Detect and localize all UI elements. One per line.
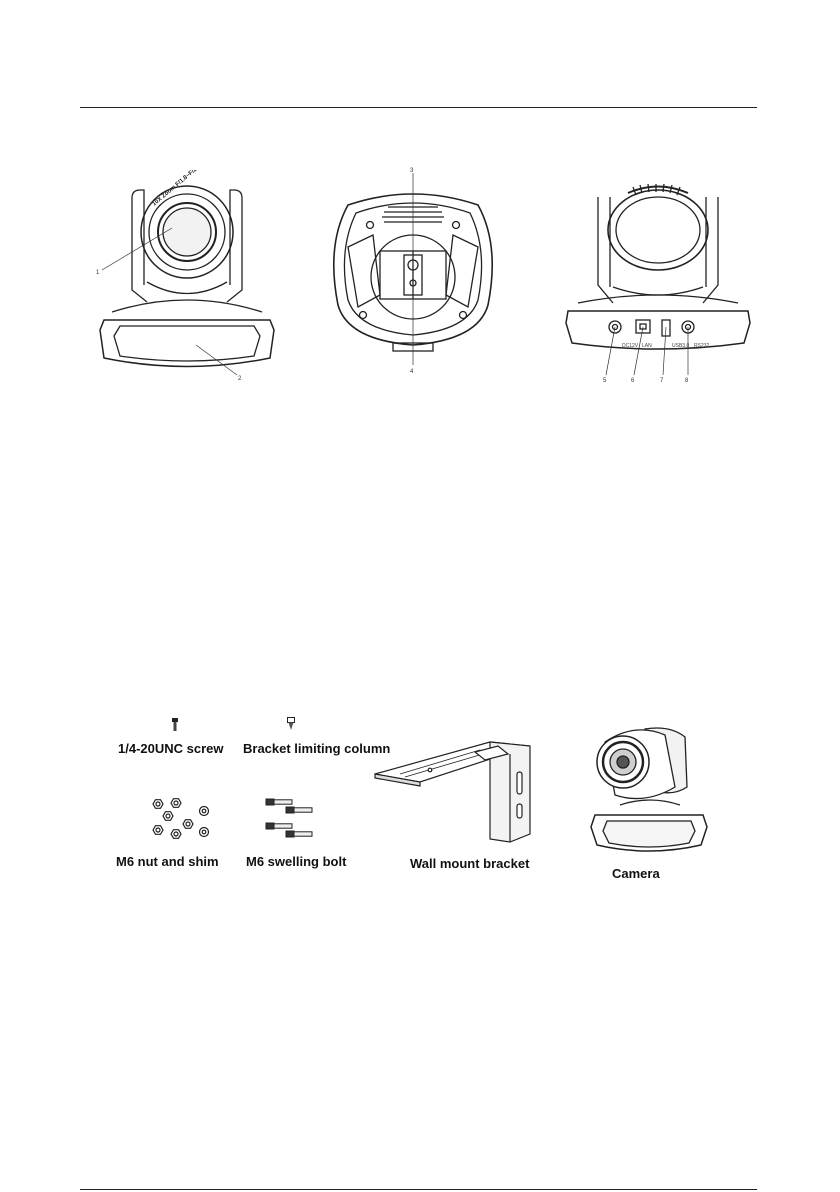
column-icon (286, 717, 296, 731)
label-bolt: M6 swelling bolt (246, 854, 346, 869)
port-label-lan: LAN (642, 343, 652, 349)
callout-1: 1 (96, 270, 100, 276)
port-label-usb: USB3.0 (672, 343, 689, 349)
camera-icon (585, 717, 715, 857)
bolt-icon (260, 796, 320, 844)
callout-8: 8 (685, 378, 689, 384)
callout-5: 5 (603, 378, 607, 384)
callout-7: 7 (660, 378, 664, 384)
nut-icon (148, 796, 218, 844)
callout-2: 2 (238, 376, 242, 382)
label-bracket: Wall mount bracket (410, 856, 529, 871)
header-rule (80, 107, 757, 108)
bracket-icon (370, 724, 560, 849)
label-nut: M6 nut and shim (116, 854, 219, 869)
port-label-rs232: RS232 (694, 343, 710, 349)
screw-icon (170, 718, 180, 732)
callout-6: 6 (631, 378, 635, 384)
port-label-dc: DC12V (622, 343, 639, 349)
label-screw: 1/4-20UNC screw (118, 741, 224, 756)
footer-rule (80, 1189, 757, 1190)
camera-bottom-view: 3 4 (318, 165, 508, 380)
callout-3: 3 (410, 168, 414, 174)
camera-front-view: 10X Zoom F/1.8~F/2.8 f=4.7mm~47mm 1 2 (92, 170, 282, 385)
callout-4: 4 (410, 369, 414, 375)
camera-rear-view: DC12V LAN USB3.0 RS232 5 6 7 8 (558, 175, 758, 390)
label-column: Bracket limiting column (243, 741, 390, 756)
label-camera: Camera (612, 866, 660, 881)
